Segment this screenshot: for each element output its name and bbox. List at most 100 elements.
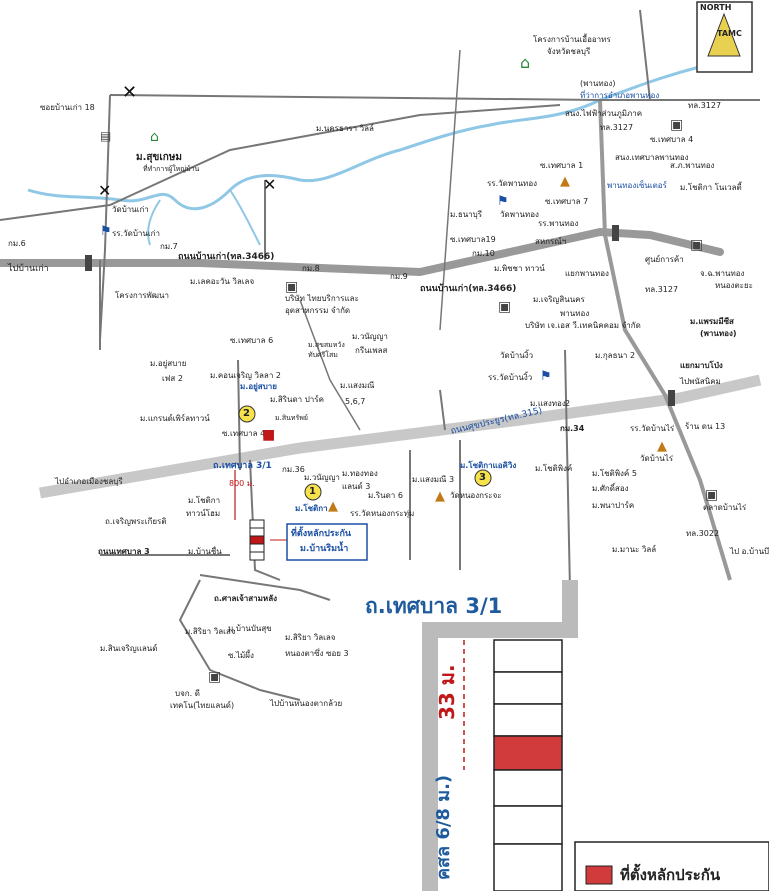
label-sin-charoen: ม.สินเจริญแลนด์	[100, 644, 158, 653]
label-thanaburi: ม.ธนาบุรี	[450, 210, 483, 219]
label-km7: กม.7	[160, 242, 178, 251]
road-north	[109, 94, 760, 101]
temple-icon: ▲	[657, 439, 667, 454]
lot-2	[493, 671, 563, 705]
label-charoen-road: ถ.เจริญพระเกียรติ	[105, 517, 167, 526]
label-to-bang: ไป อ.บ้านบึง	[730, 547, 769, 556]
label-saeng: ม.แสงมณี	[340, 381, 375, 390]
dist-small: 800 ม.	[229, 479, 255, 488]
road-tesaban8	[439, 389, 446, 431]
label-power: สนง.ไฟฟ้าส่วนภูมิภาค	[565, 109, 643, 118]
label-tl3127: ทล.3127	[688, 101, 722, 110]
temple-icon: ▲	[560, 174, 570, 189]
label-project-dev: โครงการพัฒนา	[115, 291, 169, 300]
label-tesaban6: ซ.เทศบาล 6	[230, 336, 274, 345]
label-to-chon: ไปอำเภอเมืองชลบุรี	[55, 477, 123, 486]
label-to-nong: จ.ฉ.พานทอง	[700, 269, 745, 278]
label-yu-sabai-b: ม.อยู่สบาย	[240, 382, 277, 391]
site-small-2	[249, 527, 265, 537]
lot-3	[493, 703, 563, 737]
label-district: ที่ว่าการอำเภอพานทอง	[580, 91, 660, 100]
label-wat-phanthong: รร.วัดพานทอง	[487, 179, 538, 188]
traffic-light-2	[612, 225, 619, 241]
road-tesaban5	[564, 349, 571, 591]
label-rice: ที่ทำการผู้ใหญ่บ้าน	[143, 165, 200, 173]
compass-north: NORTH	[700, 3, 732, 12]
label-thai-service: บริษัท ไทยบริการและ	[285, 294, 359, 303]
factory-icon: ▣	[208, 669, 222, 685]
label-wat-bai: รร.วัดบ้านไร่	[630, 424, 675, 433]
label-land3: แลนด์ 3	[342, 482, 371, 491]
label-km34: กม.34	[560, 424, 585, 433]
road-sala	[199, 574, 331, 601]
label-km6: กม.6	[8, 239, 26, 248]
building-icon: ▣	[705, 487, 719, 503]
building-icon: ▣	[690, 237, 704, 253]
label-chotika-novel: ม.โชติกา โนเวลตี้	[680, 183, 742, 192]
label-road-tesaban31-big: ถ.เทศบาล 3/1	[365, 594, 503, 618]
bridge-icon-1: ✕	[122, 82, 137, 103]
label-junction: แยกมาบโป่ง	[680, 361, 723, 370]
road-3127	[598, 99, 732, 581]
label-wat-bang: วัดบ้านงิ้ว	[500, 351, 534, 360]
bridge-icon-3: ✕	[263, 175, 276, 194]
marker-1-circle	[304, 483, 322, 501]
label-suwan: ม.ศักดิ์สอง	[592, 484, 629, 493]
office-icon: ▤	[100, 129, 112, 143]
label-to-ban-kao: ไปบ้านเก่า	[8, 264, 49, 274]
river-branch	[229, 189, 261, 246]
label-tl3127b: ทล.3127	[600, 123, 634, 132]
road-mid-north	[439, 49, 461, 331]
label-thai-service2: อุตสาหกรรม จำกัด	[285, 306, 351, 315]
label-chotika-town2: ทาวน์โฮม	[186, 509, 221, 518]
road-left-vert	[99, 94, 111, 341]
house-icon: ⌂	[150, 129, 159, 145]
temple-icon: ▲	[328, 499, 338, 514]
label-yu-sabai: ม.อยู่สบาย	[150, 359, 187, 368]
factory-icon: ▣	[285, 279, 299, 295]
label-suksom: ม.สุขสมหวัง	[308, 341, 345, 349]
label-siriya2: ม.สิริยา วิลเลจ	[285, 633, 336, 642]
label-banchuen: ม.บ้านชื่น	[188, 547, 222, 556]
label-saengmani3: ม.แสงมณี 3	[412, 475, 455, 484]
label-chotika-town: ม.โชติกา	[188, 496, 221, 505]
label-km9: กม.9	[390, 272, 408, 281]
site-label2: ม.บ้านริมน้ำ	[300, 544, 349, 554]
label-lake-city: ม.เลคอะวัน วิลเลจ	[190, 277, 255, 286]
site-small-3	[249, 535, 265, 545]
label-company-bottom: บจก. ดี	[175, 689, 200, 698]
traffic-light-1	[85, 255, 92, 271]
road-top-diag	[0, 104, 561, 221]
label-wanyu2: กรีนเพลส	[355, 346, 388, 355]
label-sirin: ม.สิรินดา ปาร์ค	[270, 395, 324, 404]
label-wanyu: ม.วนัญญา	[352, 332, 388, 341]
label-municipality: สนง.เทศบาลพานทอง	[615, 153, 689, 162]
marker-2-circle	[238, 405, 256, 423]
label-chotiwong5: ม.โชติพิงค์ 5	[592, 469, 637, 478]
label-rinda6: ม.รินดา 6	[368, 491, 403, 500]
label-thong: ม.ทองทอง	[342, 469, 378, 478]
road-tesaban31-bottom	[422, 580, 578, 891]
river-branch-2	[147, 199, 161, 246]
label-wat-bai2: วัดบ้านไร่	[640, 454, 674, 463]
label-suksom2: ทับศรีโสม	[308, 351, 338, 359]
building-icon: ▣	[670, 117, 684, 133]
compass-letters: TAMC	[717, 29, 742, 38]
label-wanyu3: ม.วนัญญา	[304, 473, 340, 482]
label-nakhon: ม.นครธารา วิลล์	[316, 124, 374, 133]
road-ban-kao	[0, 227, 724, 277]
label-pitcha: ม.พิชชา ทาวน์	[494, 264, 545, 273]
label-shop: ร้าน ดน 13	[685, 422, 726, 431]
label-school-ban-kao: รร.วัดบ้านเก่า	[112, 229, 160, 238]
label-ban-kao-18: ซอยบ้านเก่า 18	[40, 103, 95, 112]
road-tesaban31	[249, 459, 281, 581]
label-saeng-num2: 2	[565, 399, 571, 408]
label-sin-sap: ม.สินทรัพย์	[275, 414, 308, 422]
label-phim: ซ.ไม้ผึ้ง	[228, 651, 254, 660]
road-bottom-loop	[178, 579, 301, 701]
label-tesaban1: ซ.เทศบาล 1	[540, 161, 584, 170]
label-pranee2: (พานทอง)	[700, 329, 737, 338]
label-korn: ม.คอนเจริญ วิลลา 2	[210, 371, 281, 380]
